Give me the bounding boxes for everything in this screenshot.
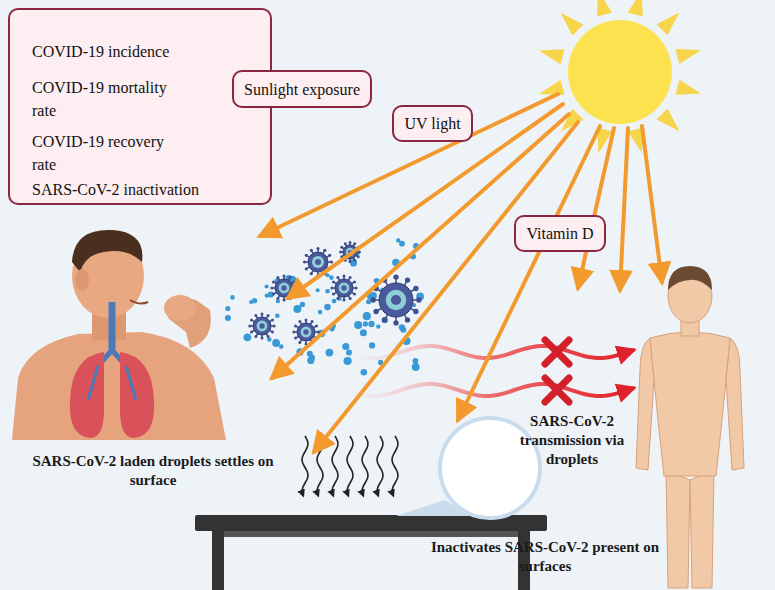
settling-line (377, 436, 383, 496)
sun-ray (539, 80, 565, 95)
droplet (366, 299, 371, 304)
droplet (360, 329, 367, 336)
droplet (300, 302, 305, 307)
droplet (272, 339, 280, 347)
virus-particle (270, 274, 297, 301)
droplet (399, 241, 405, 247)
box-text: Sunlight exposure (244, 78, 360, 101)
virus-particle (330, 274, 357, 301)
box-text: COVID-19 mortality rate (32, 76, 182, 122)
sun (539, 0, 701, 153)
box-text: Vitamin D (526, 222, 593, 245)
droplet (265, 293, 269, 297)
settling-line (392, 436, 398, 496)
transmission-arrows (345, 340, 633, 402)
droplet (325, 289, 330, 294)
droplet (368, 321, 374, 327)
sun-ray (628, 0, 643, 17)
droplet (275, 314, 280, 319)
droplet (361, 369, 368, 376)
droplet (316, 288, 320, 292)
droplet (265, 284, 269, 288)
factor-box: UV light (392, 105, 473, 142)
sunlight-arrows (260, 94, 662, 452)
sun-ray (560, 13, 583, 36)
coughing-man (12, 230, 226, 440)
droplet (324, 304, 331, 311)
virus-particle (303, 247, 333, 277)
droplet (369, 342, 375, 348)
settling-line (362, 436, 368, 496)
box-text: COVID-19 incidence (32, 40, 212, 63)
annotation-label: SARS-CoV-2 transmission via droplets (500, 412, 644, 469)
magnifier (396, 418, 540, 518)
droplet (279, 344, 284, 349)
droplet (225, 306, 230, 311)
droplet (329, 275, 334, 280)
droplet (230, 295, 235, 300)
box-text: COVID-19 recovery rate (32, 130, 182, 176)
sun-ray (675, 49, 701, 64)
droplet (363, 312, 371, 320)
sun-ray (597, 0, 612, 17)
droplet (400, 327, 406, 333)
annotation-label: Inactivates SARS-CoV-2 present on surfac… (430, 538, 660, 576)
droplet (244, 333, 252, 341)
sun-ray (675, 80, 701, 95)
droplet (412, 363, 420, 371)
droplet (326, 349, 334, 357)
droplet (363, 321, 368, 326)
droplet (376, 324, 380, 328)
droplet (252, 298, 257, 303)
droplet (293, 305, 301, 313)
settling-line (347, 436, 353, 496)
virus-particle (248, 312, 275, 339)
settling-line (302, 436, 308, 496)
droplet (413, 358, 419, 364)
annotation-label: SARS-CoV-2 laden droplets settles on sur… (8, 452, 298, 490)
box-text: UV light (404, 112, 460, 135)
droplet (344, 357, 352, 365)
droplet (318, 310, 323, 315)
droplet (342, 343, 349, 350)
sun-ray (656, 12, 679, 35)
box-text: SARS-CoV-2 inactivation (32, 178, 267, 201)
sun-ray (539, 49, 565, 64)
droplet (225, 315, 231, 321)
settling-line (332, 436, 338, 496)
settling-lines (302, 436, 398, 496)
sun-ray (657, 108, 680, 131)
droplet (309, 355, 315, 361)
factor-box: Sunlight exposure (232, 70, 372, 108)
outcomes-box: COVID-19 incidenceCOVID-19 mortality rat… (8, 8, 272, 205)
factor-box: Vitamin D (514, 215, 606, 252)
droplet (382, 317, 388, 323)
droplet (332, 299, 337, 304)
droplet (354, 321, 362, 329)
